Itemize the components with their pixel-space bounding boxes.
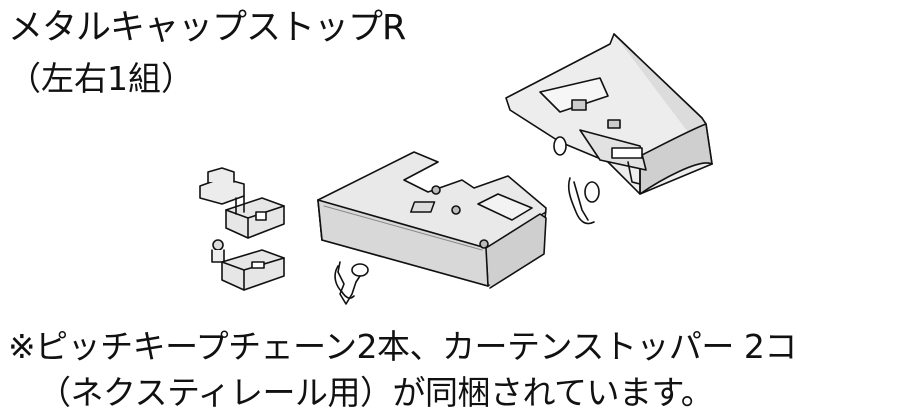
package-note-line2: （ネクスティレール用）が同梱されています。 — [38, 373, 714, 412]
pitch-keep-chain-right — [567, 177, 600, 225]
product-set-label: （左右1組） — [8, 59, 194, 98]
product-title: メタルキャップストップR — [8, 8, 406, 48]
pitch-keep-chain-left — [334, 261, 369, 305]
metal-cap-right — [505, 33, 713, 195]
curtain-stopper-upper — [199, 167, 285, 239]
metal-cap-left — [317, 151, 547, 289]
curtain-stopper-lower — [211, 239, 285, 291]
package-note-line1: ※ピッチキープチェーン2本、カーテンストッパー 2コ — [8, 327, 797, 366]
